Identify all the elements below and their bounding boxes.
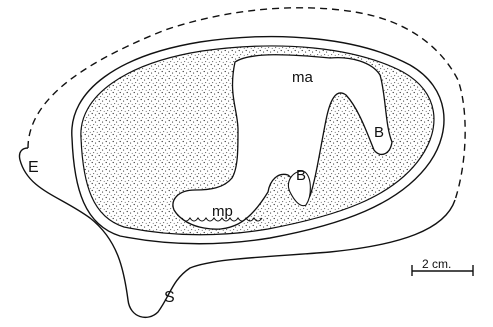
label-s: S bbox=[164, 289, 175, 306]
label-b-right: B bbox=[374, 124, 384, 141]
label-ma: ma bbox=[292, 69, 313, 86]
scale-bar-label: 2 cm. bbox=[422, 257, 451, 271]
label-e: E bbox=[28, 159, 39, 176]
label-mp: mp bbox=[212, 203, 233, 220]
label-b-middle: B bbox=[296, 167, 306, 184]
